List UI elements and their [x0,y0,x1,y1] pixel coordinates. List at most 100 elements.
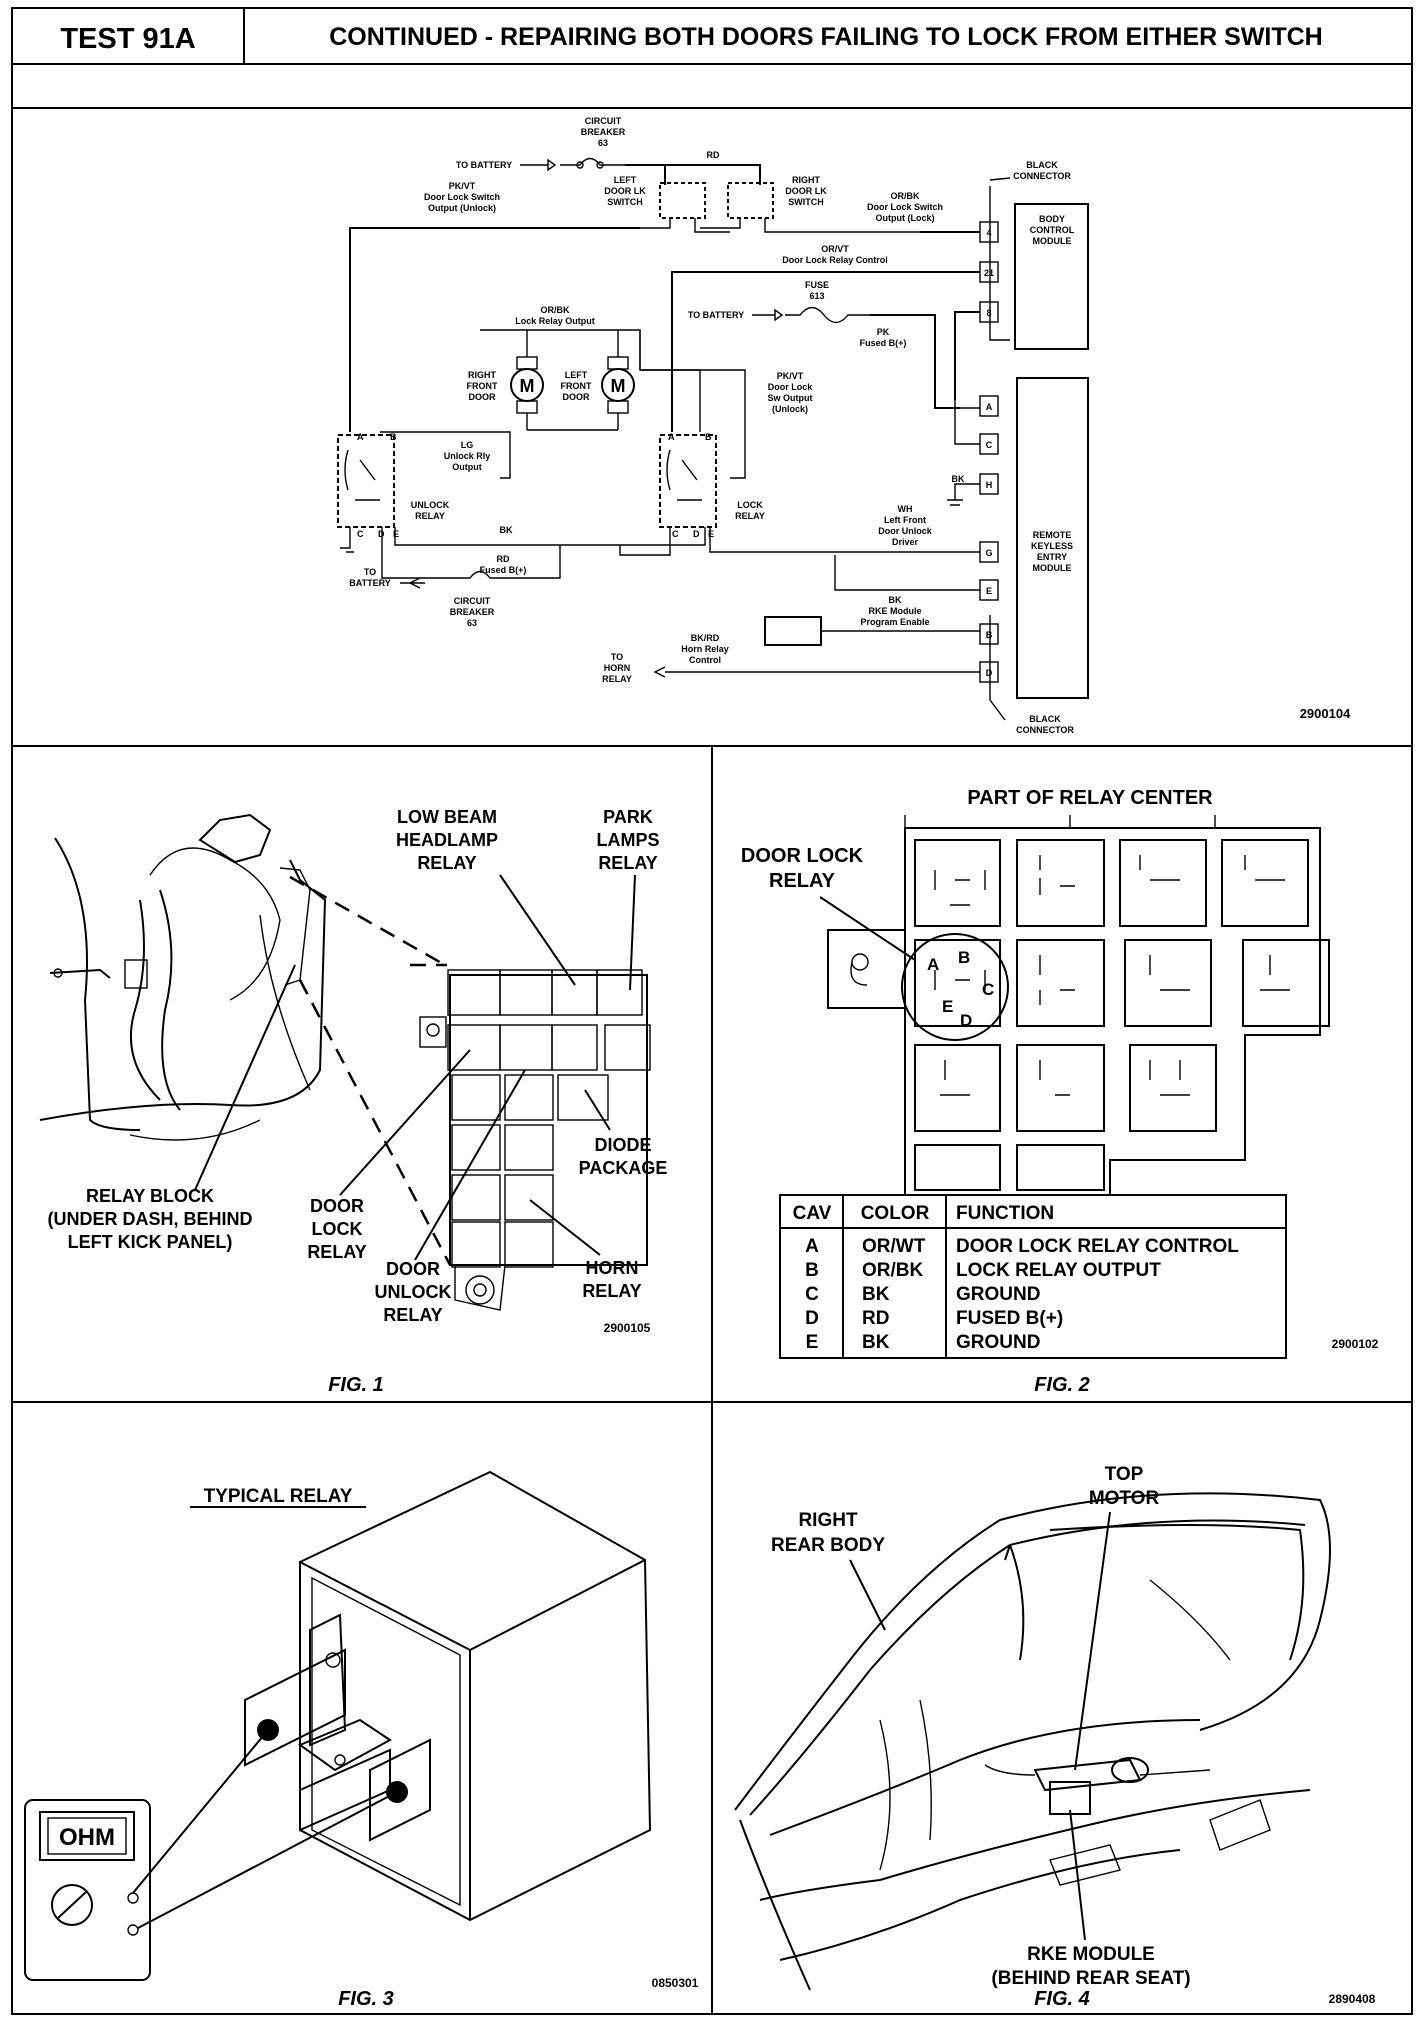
door-lock-relay-label: RELAY [307,1242,366,1262]
relay-pin-a: A [927,955,939,974]
fig2-caption: FIG. 2 [1034,1374,1090,1396]
wire-harness-connector [198,813,272,864]
bcm-pin [979,221,999,243]
table-header-cav: CAV [793,1203,832,1224]
connector-label: BLACK [1026,160,1058,170]
wire-function-label: Lock Relay Output [515,316,595,326]
wire-function-label: Output (Lock) [876,213,935,223]
wire-color-label: BK [500,525,513,535]
door-lock-relay-label: DOOR [310,1196,364,1216]
page-title: CONTINUED - REPAIRING BOTH DOORS FAILING… [329,23,1323,51]
table-cell: GROUND [956,1332,1040,1353]
module-label: MODULE [1033,236,1072,246]
module-label: CONTROL [1030,225,1075,235]
fig4-caption: FIG. 4 [1034,1988,1090,2010]
table-cell: A [805,1236,819,1257]
right-rear-body-label: RIGHT [798,1510,858,1531]
pin-label: B [986,630,993,640]
relay-block [419,969,651,1311]
pin-label: 4 [986,228,991,238]
fig4-ref: 2890408 [1329,1992,1376,2006]
remote-keyless-entry-module [1016,377,1089,699]
wire-function-label: Unlock Rly [444,451,491,461]
low-beam-relay-label: RELAY [417,853,476,873]
wire-function-label: RKE Module [869,606,922,616]
wire-color-label: RD [497,554,510,564]
lock-relay [659,434,717,528]
wire-color-label: BK [889,595,902,605]
wire-color-label: RD [707,150,720,160]
park-lamps-relay-label: LAMPS [597,830,660,850]
pin-label: E [986,586,992,596]
relay-pin-b: B [958,948,970,967]
meter-jack [127,1892,139,1904]
table-header-color: COLOR [861,1203,930,1224]
wire-function-label: Door Lock Switch [424,192,500,202]
unlock-relay [337,434,395,528]
fuse-label: 613 [809,291,824,301]
pin-label: G [985,548,992,558]
table-cell: E [806,1332,819,1353]
wire-function-label: Driver [892,537,919,547]
relay-terminal [369,1738,431,1842]
fig1-relay-block-location: LOW BEAM HEADLAMP RELAY PARK LAMPS RELAY… [39,807,667,1396]
top-motor-label: TOP [1105,1464,1144,1485]
relay-block-label: LEFT KICK PANEL) [68,1232,233,1252]
svg-text:M: M [611,376,626,396]
right-door-switch [727,182,774,219]
fuse-symbol [785,306,870,324]
door-lock-relay-label: LOCK [312,1219,363,1239]
test-leads [132,1729,398,1929]
wire-function-label: Fused B(+) [860,338,907,348]
table-cell: DOOR LOCK RELAY CONTROL [956,1236,1239,1257]
table-cell: C [805,1284,819,1305]
relay-pin-e: E [942,997,953,1016]
relay-label: RELAY [415,511,445,521]
door-unlock-relay-label: UNLOCK [375,1282,452,1302]
wire-color-label: WH [898,504,913,514]
to-horn-label: RELAY [602,674,632,684]
table-cell: LOCK RELAY OUTPUT [956,1260,1161,1281]
fig3-typical-relay: TYPICAL RELAY OHM 0850301 FIG. 3 [24,1470,699,2010]
cb-label: CIRCUIT [585,116,622,126]
wire-color-label: PK [877,327,890,337]
meter-jack [127,1924,139,1936]
wire-function-label: Door Lock Relay Control [782,255,888,265]
rke-module-label: (BEHIND REAR SEAT) [991,1968,1190,1989]
top-motor-label: MOTOR [1089,1488,1160,1509]
table-cell: D [805,1308,819,1329]
module-label: REMOTE [1033,530,1072,540]
module-label: BODY [1039,214,1065,224]
to-battery-label: TO [364,567,376,577]
relay-pin-c: C [982,980,994,999]
pin-label: D [986,668,993,678]
typical-relay-title: TYPICAL RELAY [204,1486,353,1507]
park-lamps-relay-label: PARK [603,807,653,827]
table-cell: RD [862,1308,889,1329]
relay-label: LOCK [737,500,763,510]
wire-color-label: BK/RD [691,633,720,643]
switch-label: DOOR LK [785,186,827,196]
cb-label: BREAKER [450,607,495,617]
fig3-caption: FIG. 3 [338,1988,394,2010]
table-cell: FUSED B(+) [956,1308,1063,1329]
fig1-caption: FIG. 1 [328,1374,384,1396]
circuit-breaker-symbol [381,545,561,579]
pin-label: 21 [984,268,994,278]
wire-function-label: Left Front [884,515,926,525]
wire-function-label: Door Lock [768,382,813,392]
pin-label: C [986,440,993,450]
cb-label: BREAKER [581,127,626,137]
pin-label: A [668,432,675,442]
relay-terminal [309,1613,347,1747]
motor-label: FRONT [561,381,592,391]
pin-label: D [693,529,700,539]
connector-label: BLACK [1029,714,1061,724]
rke-pin [979,395,999,417]
motor-label: LEFT [565,370,588,380]
wire-function-label: Door Lock Switch [867,202,943,212]
fuse-label: FUSE [805,280,829,290]
motor-label: RIGHT [468,370,497,380]
relay-terminal [244,1648,346,1767]
